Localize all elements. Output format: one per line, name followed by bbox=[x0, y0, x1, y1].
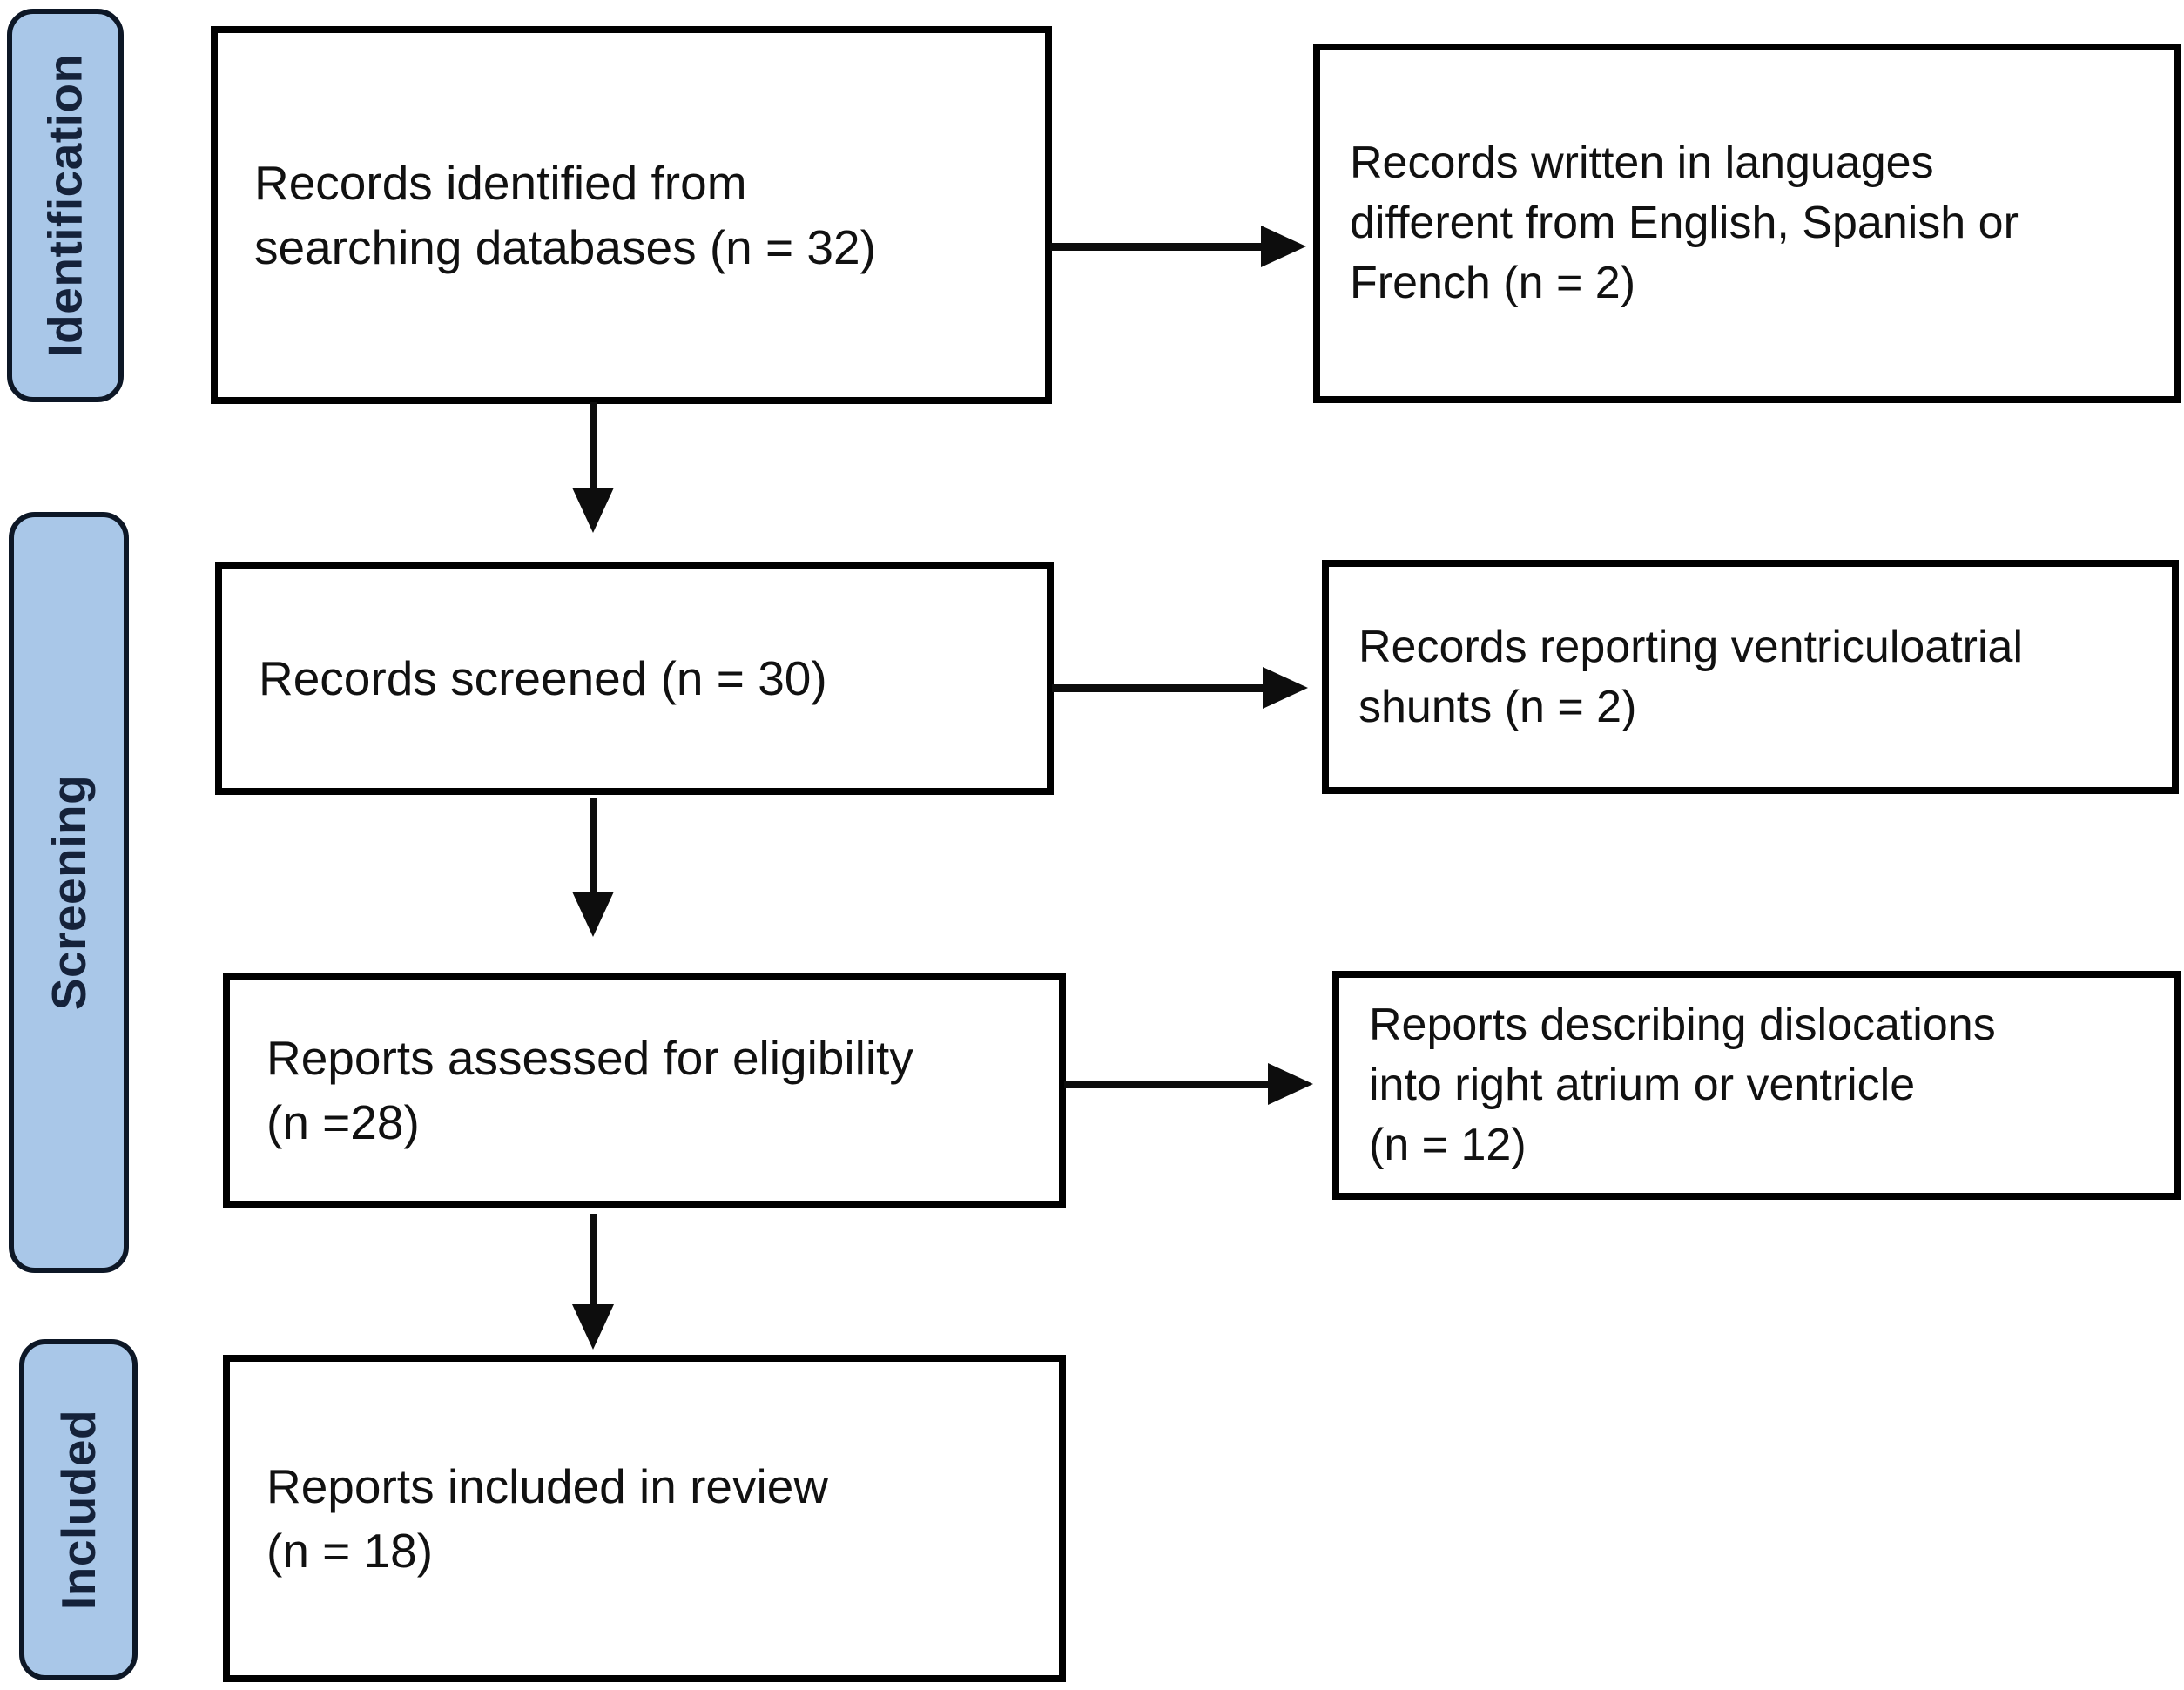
box-records-identified-text: Records identified from searching databa… bbox=[254, 156, 876, 274]
box-language-exclusion-text: Records written in languages different f… bbox=[1350, 138, 2019, 308]
arrow-down-icon bbox=[590, 1214, 597, 1306]
arrow-right-icon bbox=[1050, 243, 1263, 251]
box-ventriculoatrial-exclusion-text: Records reporting ventriculoatrial shunt… bbox=[1358, 621, 2024, 732]
arrow-down-icon bbox=[590, 402, 597, 489]
stage-identification-label: Identification bbox=[38, 53, 93, 358]
stage-identification: Identification bbox=[7, 9, 124, 402]
stage-screening: Screening bbox=[9, 512, 129, 1273]
box-language-exclusion: Records written in languages different f… bbox=[1313, 44, 2181, 403]
stage-screening-label: Screening bbox=[42, 774, 96, 1011]
box-records-screened-text: Records screened (n = 30) bbox=[259, 651, 827, 705]
box-records-screened: Records screened (n = 30) bbox=[215, 562, 1054, 795]
box-records-identified: Records identified from searching databa… bbox=[211, 26, 1052, 404]
arrow-right-head-icon bbox=[1261, 226, 1306, 267]
box-reports-included-text: Reports included in review (n = 18) bbox=[266, 1459, 829, 1578]
box-dislocation-exclusion-text: Reports describing dislocations into rig… bbox=[1369, 1000, 1996, 1170]
box-ventriculoatrial-exclusion: Records reporting ventriculoatrial shunt… bbox=[1322, 560, 2179, 794]
box-reports-included: Reports included in review (n = 18) bbox=[223, 1355, 1066, 1682]
arrow-down-head-icon bbox=[572, 488, 614, 533]
arrow-right-icon bbox=[1064, 1081, 1270, 1088]
arrow-right-head-icon bbox=[1263, 667, 1308, 709]
arrow-down-head-icon bbox=[572, 892, 614, 937]
arrow-right-icon bbox=[1052, 684, 1264, 692]
box-dislocation-exclusion: Reports describing dislocations into rig… bbox=[1332, 971, 2181, 1200]
arrow-down-icon bbox=[590, 798, 597, 893]
box-reports-assessed-text: Reports assessed for eligibility (n =28) bbox=[266, 1031, 913, 1149]
stage-included-label: Included bbox=[51, 1409, 105, 1611]
stage-included: Included bbox=[19, 1339, 138, 1680]
arrow-right-head-icon bbox=[1268, 1063, 1313, 1105]
box-reports-assessed: Reports assessed for eligibility (n =28) bbox=[223, 973, 1066, 1208]
arrow-down-head-icon bbox=[572, 1304, 614, 1350]
